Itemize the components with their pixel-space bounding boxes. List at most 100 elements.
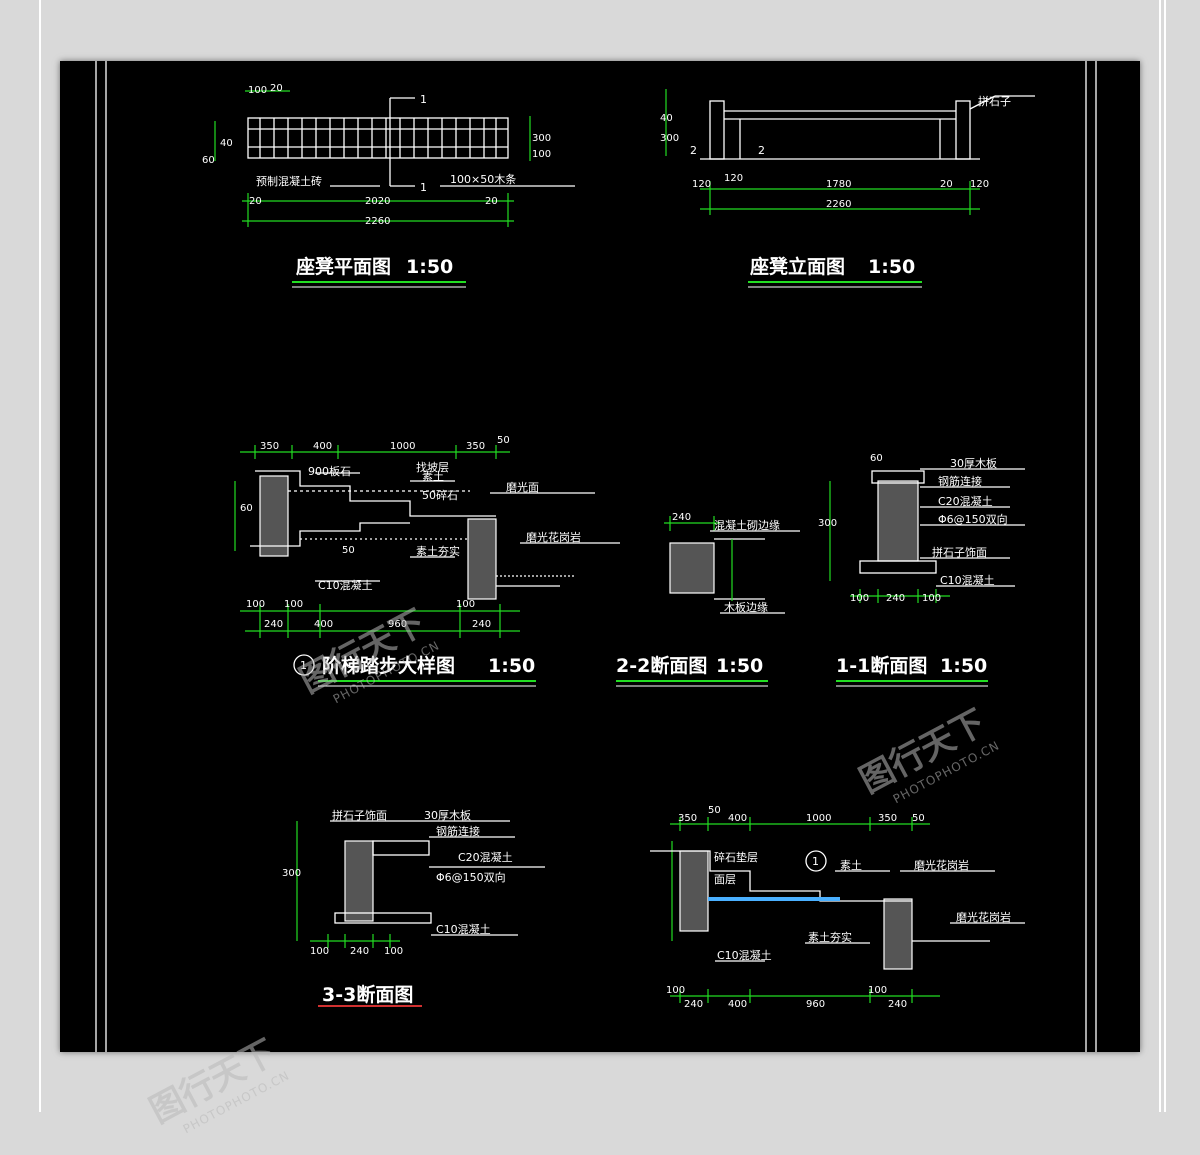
stair2-dim-top-4: 350 [878,813,897,824]
stair2-dim-bot-2: 400 [728,999,747,1010]
stair-dim-bot-3: 400 [314,619,333,630]
section-2-2-panel: 240 混凝土砌边缘 木板边缘 2-2断面图 1:50 [616,512,800,687]
sec33-note-1: 30厚木板 [424,808,471,822]
sec11-note-1: 钢筋连接 [938,474,982,488]
sec22-note-0: 混凝土砌边缘 [714,518,780,532]
elev-dim-5: 2260 [826,199,851,210]
sec11-dim-3: 240 [886,593,905,604]
sec33-note-2: 钢筋连接 [436,824,480,838]
elev-dim-0: 120 [692,179,711,190]
sec11-dim-1: 300 [818,518,837,529]
stair-dim-side-1: 50 [342,545,355,556]
bench-elevation-scale: 1:50 [868,256,915,278]
stair-note-1: 素土 [422,470,444,483]
section-mark-top: 1 [420,93,427,106]
elev-dim-4: 120 [970,179,989,190]
stair2-note-6: 磨光花岗岩 [956,910,1011,924]
dim-left-0: 60 [202,155,215,166]
stair-note-6: 磨光面 [506,480,539,494]
stair-dim-bot-0: 100 [246,599,265,610]
dim-right-1: 100 [532,149,551,160]
section-1-1-title: 1-1断面图 [836,654,927,677]
stair-note-3: 素土夯实 [416,544,460,558]
elev-dim-3: 20 [940,179,953,190]
sec33-note-3: C20混凝土 [458,850,513,864]
dim-right-0: 300 [532,133,551,144]
elev-dim-2: 1780 [826,179,851,190]
elev-mark-b: 2 [758,144,765,157]
bench-plan-panel: 1 1 100 20 20 2020 20 2260 60 40 300 100… [202,83,575,288]
sec22-dim-0: 240 [672,512,691,523]
stair2-number: 1 [812,855,819,868]
stair2-dim-top-1: 50 [708,805,721,816]
stair-dim-bot-6: 240 [472,619,491,630]
sec33-dim-1: 100 [310,946,329,957]
stair-dim-bot-4: 960 [388,619,407,630]
stair2-dim-top-3: 1000 [806,813,831,824]
stair2-note-5: 素土夯实 [808,930,852,944]
sec33-dim-2: 240 [350,946,369,957]
bench-elevation-title: 座凳立面图 [750,255,845,278]
sec11-dim-2: 100 [850,593,869,604]
section-2-2-title: 2-2断面图 [616,654,707,677]
stair2-dim-bot-1: 240 [684,999,703,1010]
stair-dim-top-2: 1000 [390,441,415,452]
stair2-note-2: 素土 [840,859,862,872]
cad-canvas: 1 1 100 20 20 2020 20 2260 60 40 300 100… [60,61,1140,1052]
stair-dim-top-3: 350 [466,441,485,452]
stair-dim-side-0: 60 [240,503,253,514]
stair2-dim-top-0: 350 [678,813,697,824]
elev-note-stone: 拼石子 [978,94,1011,108]
dim-bottom-0: 20 [249,196,262,207]
sec11-note-5: C10混凝土 [940,573,995,587]
note-brick: 预制混凝土砖 [256,174,322,188]
stair-detail-title: 阶梯踏步大样图 [322,654,455,677]
dim-top-1: 20 [270,83,283,94]
sec33-note-0: 拼石子饰面 [332,808,387,822]
stair-note-2: 50碎石 [422,488,458,502]
stair-dim-top-4: 50 [497,435,510,446]
stair2-note-0: 碎石垫层 [714,850,758,864]
dim-bottom-3: 2260 [365,216,390,227]
stair2-note-3: 磨光花岗岩 [914,858,969,872]
sec33-note-5: C10混凝土 [436,922,491,936]
section-mark-bottom: 1 [420,181,427,194]
section-3-3-panel: 300 100 240 100 拼石子饰面 30厚木板 钢筋连接 C20混凝土 … [282,808,545,1007]
stair2-note-1: 面层 [714,873,736,886]
stair2-dim-bot-5: 240 [888,999,907,1010]
stair-dim-bot-2: 240 [264,619,283,630]
stair-detail-scale: 1:50 [488,655,535,677]
stair-note-4: C10混凝土 [318,578,373,592]
note-wood: 100×50木条 [450,172,516,186]
stair-note-7: 磨光花岗岩 [526,530,581,544]
stair-note-5: 找坡层 [416,460,449,474]
drawing-sheet: 1 1 100 20 20 2020 20 2260 60 40 300 100… [39,0,1166,1136]
stair2-dim-top-2: 400 [728,813,747,824]
bench-plan-scale: 1:50 [406,256,453,278]
stair2-dim-bot-4: 100 [868,985,887,996]
sec11-dim-0: 60 [870,453,883,464]
stair-dim-top-0: 350 [260,441,279,452]
sec11-note-4: 拼石子饰面 [932,545,987,559]
section-1-1-scale: 1:50 [940,655,987,677]
sec33-dim-0: 300 [282,868,301,879]
elev-dim-1: 120 [724,173,743,184]
sec11-dim-4: 100 [922,593,941,604]
dim-top-0: 100 [248,85,267,96]
stair-detail-number: 1 [300,659,307,672]
sec33-note-4: Φ6@150双向 [436,870,506,884]
section-1-1-panel: 60 300 100 240 100 30厚木板 钢筋连接 C20混凝土 Φ6@… [818,453,1025,687]
section-2-2-scale: 1:50 [716,655,763,677]
stair2-dim-bot-3: 960 [806,999,825,1010]
elev-mark-a: 2 [690,144,697,157]
sec11-note-3: Φ6@150双向 [938,512,1008,526]
elev-dim-left-0: 40 [660,113,673,124]
stair-dim-top-1: 400 [313,441,332,452]
sec33-dim-3: 100 [384,946,403,957]
sec11-note-0: 30厚木板 [950,456,997,470]
section-3-3-title: 3-3断面图 [322,983,413,1006]
stair-detail-panel: 350 400 1000 350 50 100 100 240 400 960 … [234,435,620,687]
bench-plan-title: 座凳平面图 [296,255,391,278]
stair-dim-bot-1: 100 [284,599,303,610]
stair2-note-4: C10混凝土 [717,948,772,962]
